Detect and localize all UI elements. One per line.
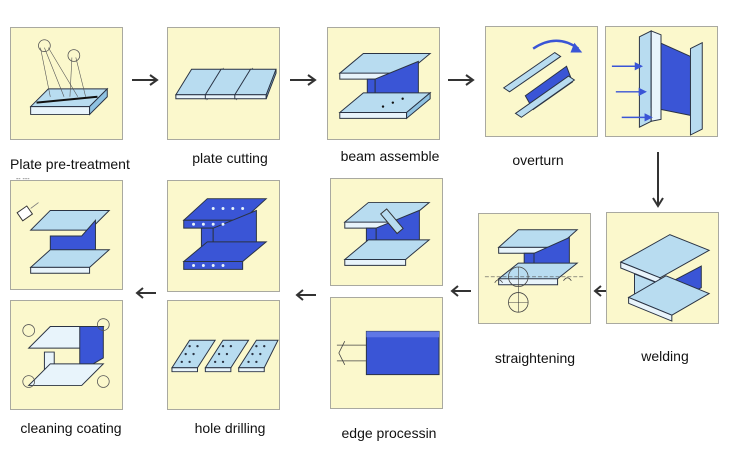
plate-cutting-illustration: [174, 67, 277, 101]
step-label-straightening: straightening: [494, 350, 576, 366]
arrow-left-icon: [135, 287, 156, 299]
step-label-hole-drilling: hole drilling: [194, 420, 266, 436]
panel-cleaning-spray: [10, 180, 123, 290]
panel-welding: [606, 212, 719, 324]
panel-hole-drilling: [167, 300, 280, 410]
plate-pretreatment-illustration: [29, 39, 109, 116]
cleaning-spray-illustration: [16, 202, 111, 274]
panel-edge-processing: [330, 297, 443, 409]
overturn-illustration: [502, 39, 583, 118]
arrow-down-icon: [652, 152, 664, 208]
step-label-beam-assemble: beam assemble: [340, 148, 440, 164]
arrow-right-icon: [448, 74, 475, 86]
arrow-right-icon: [132, 74, 159, 86]
step-label-welding: welding: [641, 348, 689, 364]
cleaning-coating-illustration: [22, 318, 110, 388]
beam-assemble-illustration: [338, 53, 432, 120]
edge-processing-illustration: [336, 330, 440, 376]
hole-drilling-illustration: [171, 339, 279, 373]
arrow-left-icon: [295, 289, 316, 301]
panel-cleaning-coating: [10, 300, 123, 410]
arrow-right-icon: [290, 74, 317, 86]
panel-beam-assemble: [327, 27, 440, 140]
straightening-illustration: [484, 229, 586, 313]
panel-overturn: [485, 26, 598, 137]
welding-side-illustration: [611, 30, 703, 136]
panel-plate-pretreatment: [10, 27, 123, 140]
arrow-left-icon: [450, 285, 471, 297]
step-label-plate-pretreatment: Plate pre-treatment: [10, 156, 130, 172]
edge-beam-illustration: [343, 202, 431, 266]
step-label-overturn: overturn: [512, 152, 564, 168]
panel-plate-cutting: [167, 27, 280, 140]
panel-welding-side: [605, 26, 718, 137]
label-fragment: .-- ---: [14, 176, 30, 183]
step-label-plate-cutting: plate cutting: [192, 150, 268, 166]
hole-drilling-beam-illustration: [182, 198, 268, 270]
step-label-edge-processing: edge processin: [341, 425, 437, 441]
panel-hole-drilling-beam: [167, 180, 280, 292]
step-label-cleaning-coating: cleaning coating: [20, 420, 122, 436]
panel-edge-beam: [330, 178, 443, 286]
welding-illustration: [619, 234, 711, 322]
panel-straightening: [478, 213, 591, 324]
